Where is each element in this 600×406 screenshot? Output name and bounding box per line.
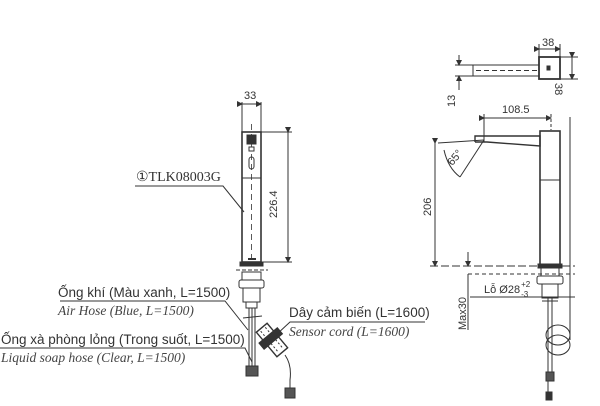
front-width-dim: 33 [244,90,257,102]
side-view [430,114,575,401]
front-view [0,101,425,399]
soap-hose-label-en: Liquid soap hose (Clear, L=1500) [1,350,186,365]
top-offset-dim: 13 [446,94,458,107]
part-number-label: ①TLK08003G [136,170,221,185]
sensor-cord-label-en: Sensor cord (L=1600) [289,324,410,339]
hole-label-text: Lỗ Ø28 [484,284,521,296]
soap-hose-label-vi: Ống xà phòng lỏng (Trong suốt, L=1500) [1,332,245,347]
top-width-dim: 38 [542,37,555,49]
hole-tol-upper: +2 [521,280,531,289]
sensor-cord-label-vi: Dây cảm biến (L=1600) [289,305,430,320]
top-depth-dim: 38 [552,83,564,96]
front-height-dim: 226.4 [268,190,280,218]
hole-diameter-label: Lỗ Ø28 +2 -3 [484,280,530,299]
top-view [455,44,578,90]
side-height-dim: 206 [422,197,434,216]
max-thickness-dim: Max30 [457,296,469,330]
air-hose-label-vi: Ống khí (Màu xanh, L=1500) [58,285,231,300]
air-hose-label-en: Air Hose (Blue, L=1500) [58,303,194,318]
side-reach-dim: 108.5 [502,104,530,116]
hole-tol-lower: -3 [521,290,529,299]
